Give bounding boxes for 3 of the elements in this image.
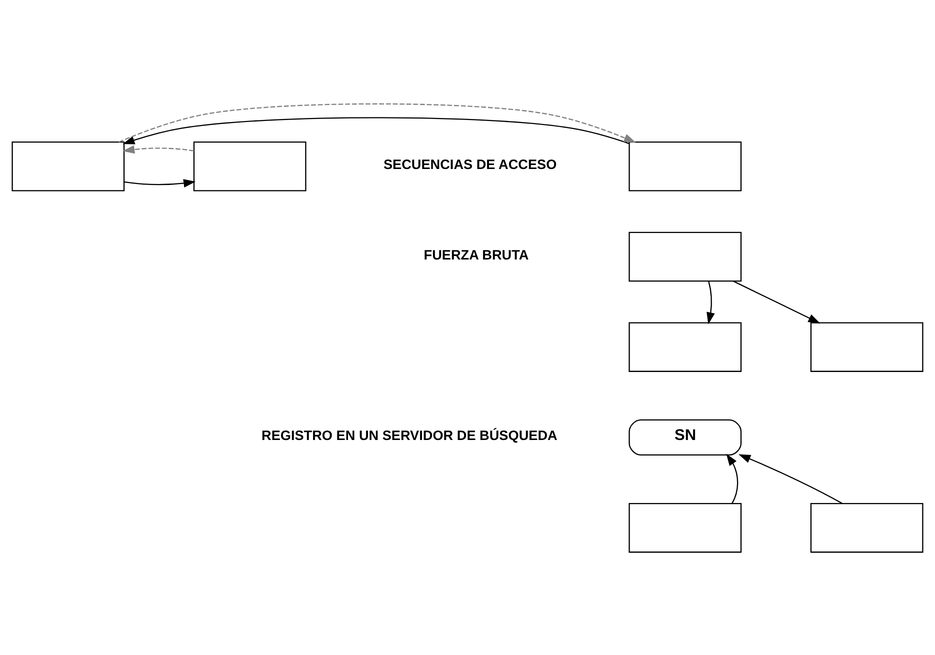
label: REGISTRO EN UN SERVIDOR DE BÚSQUEDA <box>262 428 558 443</box>
label: FUERZA BRUTA <box>424 246 529 262</box>
label: SECUENCIAS DE ACCESO <box>383 156 557 172</box>
